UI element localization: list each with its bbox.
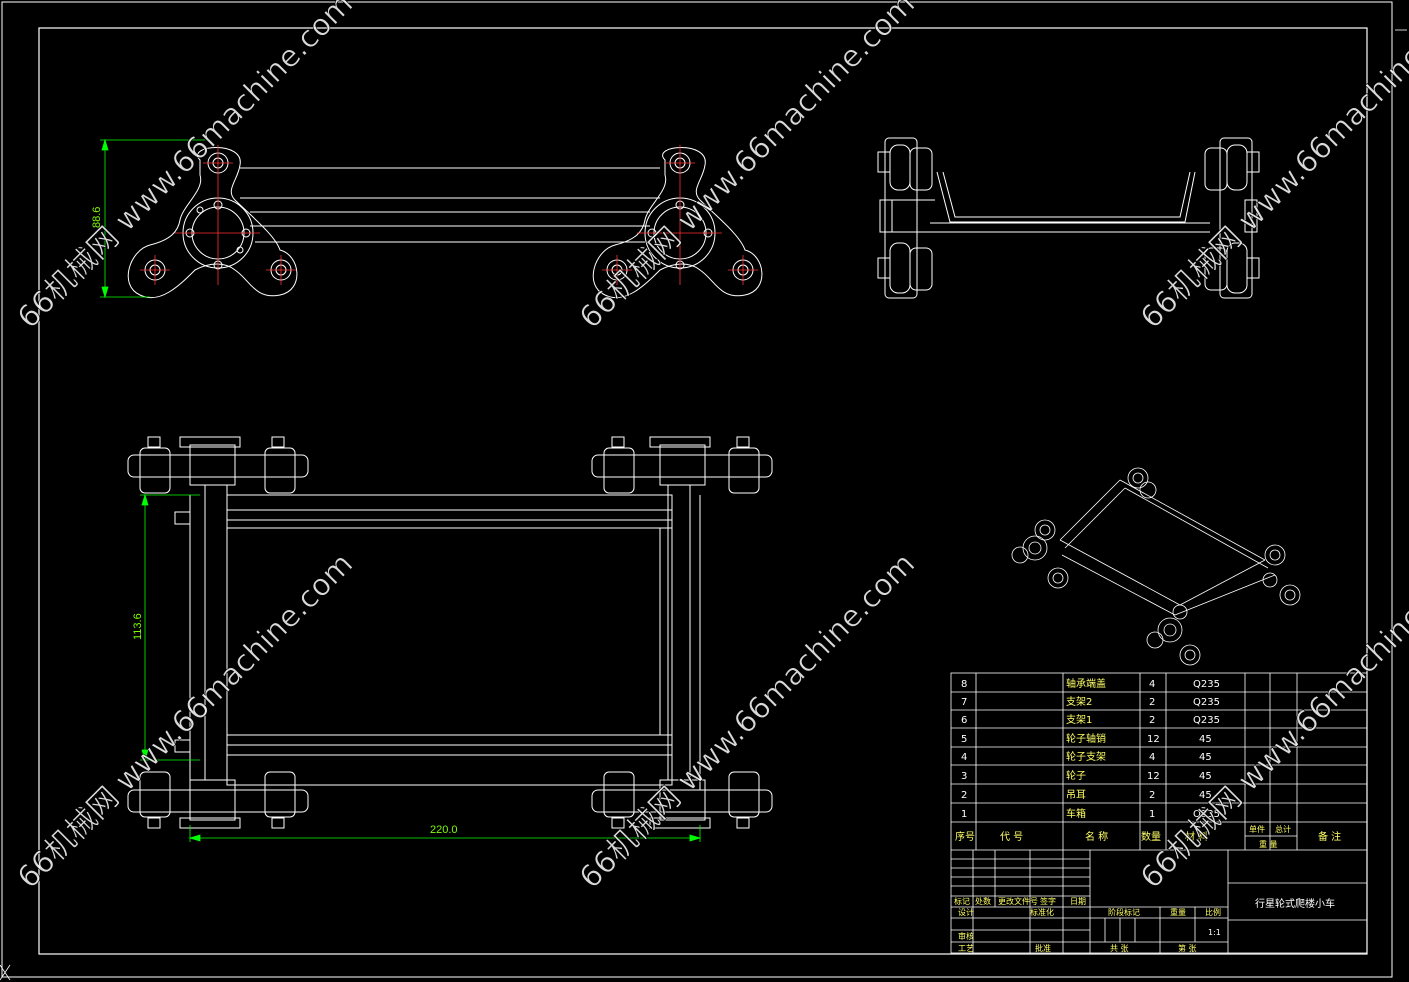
bom-row-no: 1	[961, 809, 967, 820]
bom-row-material: Q235	[1193, 715, 1220, 726]
bom-row-no: 3	[961, 771, 967, 782]
bom-row-no: 7	[961, 697, 967, 708]
tb-approve: 批准	[1035, 943, 1051, 953]
bom-row: 6 支架1 2 Q235	[961, 714, 1220, 726]
bom-row-qty: 1	[1149, 809, 1155, 820]
centerlines	[140, 145, 758, 285]
dimension-top-view	[140, 493, 702, 842]
side-view	[877, 137, 1260, 299]
bom-header-total: 总计	[1275, 824, 1291, 834]
top-view	[127, 436, 773, 842]
bom-row-material: Q235	[1193, 697, 1220, 708]
bom-header-remarks: 备 注	[1318, 830, 1341, 843]
bom-header-no: 序号	[955, 830, 975, 843]
bom-row: 5 轮子轴销 12 45	[961, 732, 1212, 745]
bom-table-lines	[950, 672, 1368, 954]
bom-row: 7 支架2 2 Q235	[961, 696, 1220, 708]
bom-row-material: 45	[1199, 734, 1212, 745]
bom-row-name: 轴承端盖	[1066, 677, 1106, 690]
bom-row-name: 轮子	[1066, 769, 1086, 782]
tb-signature: 签字	[1040, 896, 1056, 906]
bom-row-material: Q235	[1193, 679, 1220, 690]
bom-row: 8 轴承端盖 4 Q235	[961, 677, 1220, 690]
bom-row: 1 车箱 1 Q235	[961, 807, 1220, 820]
bom-row-qty: 2	[1149, 790, 1155, 801]
watermark: 66机械网 www.66machine.com	[11, 546, 360, 895]
inner-border	[38, 27, 1368, 955]
bom-row-name: 车箱	[1066, 807, 1086, 820]
tb-standardize: 标准化	[1030, 907, 1054, 917]
bom-row-material: Q235	[1193, 809, 1220, 820]
bom-row-no: 2	[961, 790, 967, 801]
tb-weight: 重量	[1170, 907, 1186, 917]
bom-row-material: 45	[1199, 752, 1212, 763]
watermark: 66机械网 www.66machine.com	[573, 546, 922, 895]
tb-sheets-total: 共 张	[1110, 944, 1129, 953]
bom-row-material: 45	[1199, 790, 1212, 801]
drawing-title: 行星轮式爬楼小车	[1255, 897, 1335, 910]
isometric-view	[1011, 467, 1301, 666]
bom-row: 2 吊耳 2 45	[961, 789, 1212, 801]
bom-header-name: 名 称	[1085, 830, 1108, 843]
tb-design: 设计	[958, 907, 974, 917]
dim-top-width-label: 113.6	[132, 613, 144, 640]
tb-date: 日期	[1070, 897, 1086, 906]
bom-row-material: 45	[1199, 771, 1212, 782]
watermark: 66机械网 www.66machine.com	[1134, 0, 1409, 336]
bom-row-qty: 12	[1147, 771, 1160, 782]
tb-scale-value: 1:1	[1208, 928, 1221, 937]
dim-top-length-label: 220.0	[430, 824, 458, 836]
bom-row: 3 轮子 12 45	[961, 769, 1212, 782]
dim-front-height-label: 88.6	[91, 207, 103, 228]
bom-row-name: 支架1	[1066, 714, 1092, 726]
bom-row-qty: 4	[1149, 679, 1155, 690]
bom-header-single: 单件	[1249, 824, 1265, 834]
bom-row-qty: 2	[1149, 715, 1155, 726]
wheel-group-bottom-left	[127, 771, 309, 829]
tb-stage-mark: 阶段标记	[1108, 907, 1140, 917]
bom-row-qty: 12	[1147, 734, 1160, 745]
bom-header-weight: 重 量	[1259, 839, 1278, 849]
bom-row-name: 吊耳	[1066, 789, 1086, 801]
tb-ratio: 比例	[1205, 907, 1221, 917]
wheel-group-top-left	[127, 436, 309, 494]
tb-count: 处数	[975, 896, 991, 906]
bom-row: 4 轮子支架 4 45	[961, 750, 1212, 763]
bom-header: 序号 代 号 名 称 数量 材 料 单件 总计 重 量 备 注	[955, 824, 1341, 849]
bom-row-name: 支架2	[1066, 696, 1092, 708]
title-block: 标记 处数 更改文件号 签字 日期 设计 标准化 阶段标记 重量 比例 1:1 …	[954, 896, 1335, 953]
bom-row-name: 轮子支架	[1066, 750, 1106, 763]
tb-change-doc: 更改文件号	[998, 896, 1038, 906]
bom-rows: 8 轴承端盖 4 Q235 7 支架2 2 Q235 6 支架1 2 Q235 …	[961, 677, 1220, 820]
tb-sheet-no: 第 张	[1178, 943, 1197, 953]
bom-row-no: 5	[961, 734, 967, 745]
dimension-front-height	[100, 138, 205, 299]
tb-process: 工艺	[958, 944, 974, 953]
bom-row-qty: 4	[1149, 752, 1155, 763]
bom-header-qty: 数量	[1141, 830, 1161, 843]
bom-header-code: 代 号	[1000, 831, 1023, 843]
tb-mark: 标记	[954, 896, 970, 906]
bom-row-no: 6	[961, 715, 967, 726]
corner-marks	[0, 29, 1407, 981]
bom-row-name: 轮子轴销	[1066, 732, 1106, 745]
bom-row-no: 8	[961, 679, 967, 690]
wheel-group-bottom-right	[591, 771, 773, 829]
tb-review: 审核	[958, 931, 974, 941]
bom-row-no: 4	[961, 752, 967, 763]
bom-row-qty: 2	[1149, 697, 1155, 708]
front-view	[100, 138, 763, 299]
bom-header-material: 材 料	[1185, 830, 1208, 843]
